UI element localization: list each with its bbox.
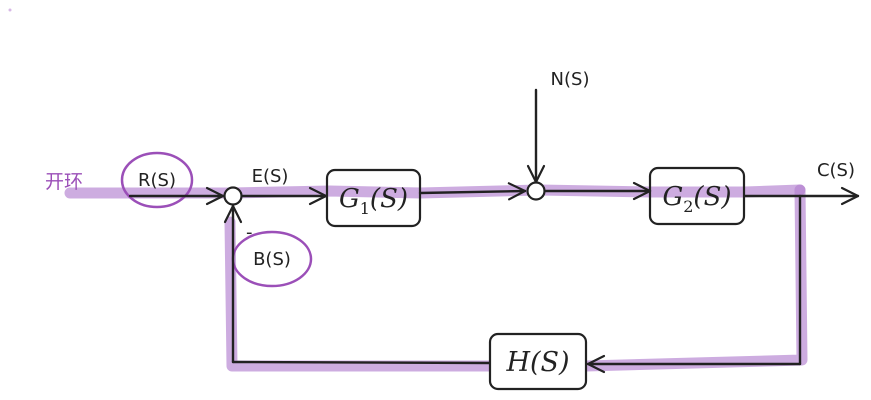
feedback-signal-label: B(S) (253, 249, 291, 270)
block-g2: G2(S) (648, 166, 746, 226)
block-h: H(S) (488, 332, 588, 391)
input-signal-label: R(S) (138, 170, 176, 191)
block-g2-box (648, 166, 746, 226)
summing-junction-1 (223, 186, 243, 206)
summing-junction-2 (526, 181, 546, 201)
block-h-box (488, 332, 588, 391)
block-g1: G1(S) (325, 168, 422, 228)
stray-dot (8, 8, 12, 12)
error-signal-label: E(S) (252, 166, 289, 187)
open-loop-highlight (64, 184, 808, 372)
open-loop-label: 开环 (45, 171, 83, 193)
output-signal-label: C(S) (817, 160, 855, 181)
block-g1-box (325, 168, 422, 228)
block-g2-label: G2(S) (662, 182, 731, 216)
minus-sign: - (246, 222, 253, 243)
h-output-line (231, 360, 492, 365)
block-h-label: H(S) (505, 347, 569, 378)
disturbance-signal-label: N(S) (551, 69, 590, 90)
signal-lines (128, 88, 860, 374)
g1-output-arrow (418, 182, 527, 201)
input-circle-annotation (120, 151, 194, 209)
block-g1-label: G1(S) (339, 184, 408, 218)
